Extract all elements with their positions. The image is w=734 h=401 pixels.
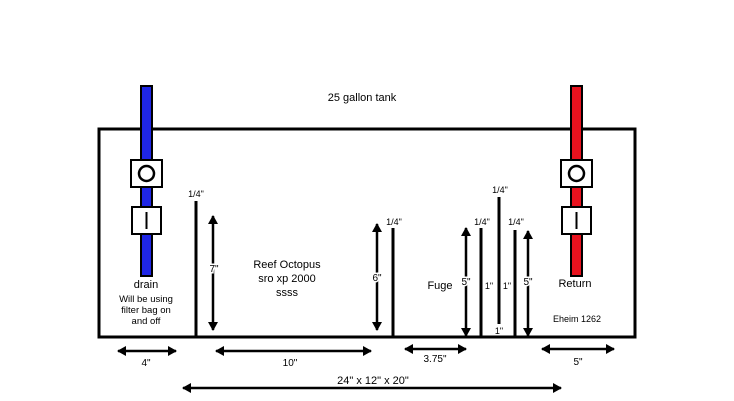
skimmer-line-1: Reef Octopus — [253, 259, 321, 271]
gap-bottom-label: 1" — [495, 326, 503, 336]
tank-title: 25 gallon tank — [328, 92, 397, 104]
return-union-ring-icon — [567, 164, 586, 183]
width-label-skimmer: 10" — [283, 358, 298, 369]
tank-outline — [97, 127, 637, 339]
baffle-5-thickness: 1/4" — [508, 217, 524, 227]
return-label: Return — [558, 278, 591, 290]
drain-note-line-2: filter bag on — [121, 305, 171, 316]
return-pump-label: Eheim 1262 — [553, 314, 601, 324]
return-pipe — [560, 85, 593, 277]
baffle-3-thickness: 1/4" — [474, 217, 490, 227]
width-label-fuge: 3.75" — [423, 354, 446, 365]
height-label-baffle-1: 7" — [209, 264, 219, 275]
drain-union-ring-icon — [137, 164, 156, 183]
width-label-return: 5" — [573, 357, 583, 368]
width-label-drain: 4" — [141, 358, 151, 369]
height-label-baffle-2: 6" — [372, 273, 382, 284]
baffle-2-thickness: 1/4" — [386, 217, 402, 227]
drain-label: drain — [134, 279, 158, 291]
baffle-4-thickness: 1/4" — [492, 185, 508, 195]
gap-right-label: 1" — [503, 281, 511, 291]
skimmer-line-2: sro xp 2000 — [258, 273, 315, 285]
gap-left-label: 1" — [485, 281, 493, 291]
fuge-label: Fuge — [427, 280, 452, 292]
drain-valve-fitting — [131, 206, 162, 235]
height-label-fuge: 5" — [461, 277, 471, 288]
drain-note-line-3: and off — [132, 316, 161, 327]
height-label-return: 5" — [523, 277, 533, 288]
drain-pipe — [130, 85, 163, 277]
skimmer-line-3: ssss — [276, 287, 299, 299]
drain-note-line-1: Will be using — [119, 294, 173, 305]
overall-dimensions-label: 24" x 12" x 20" — [337, 375, 409, 387]
baffle-1-thickness: 1/4" — [188, 189, 204, 199]
